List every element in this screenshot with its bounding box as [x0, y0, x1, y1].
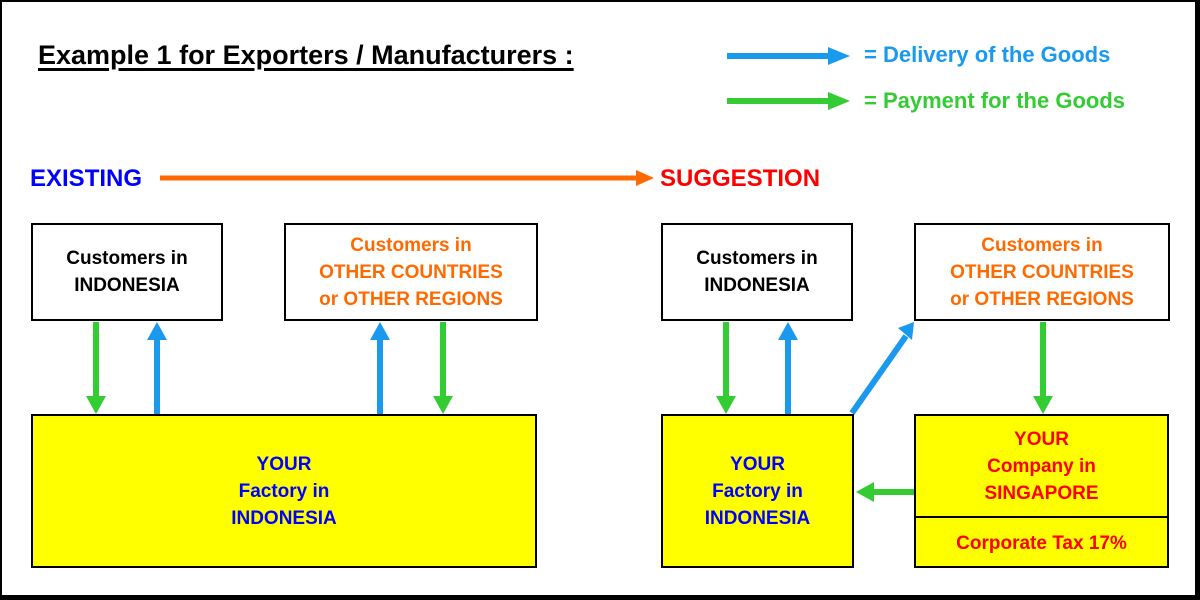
corporate-tax-cell: Corporate Tax 17%: [916, 518, 1167, 568]
legend-payment-label: = Payment for the Goods: [864, 88, 1125, 113]
legend-delivery-label: = Delivery of the Goods: [864, 42, 1111, 67]
box-text-line: OTHER COUNTRIES: [950, 261, 1134, 283]
box-text-line: YOUR: [1014, 428, 1069, 450]
suggestion-singapore-company-box: YOUR Company in SINGAPORE Corporate Tax …: [914, 414, 1169, 568]
suggestion-section-label: SUGGESTION: [660, 165, 821, 192]
box-text-line: Customers in: [696, 248, 818, 269]
existing-factory-box: YOUR Factory in INDONESIA: [31, 414, 537, 568]
box-text-line: or OTHER REGIONS: [950, 288, 1134, 310]
box-text-line: YOUR: [730, 453, 785, 475]
box-text-line: INDONESIA: [74, 275, 180, 296]
box-text-line: Customers in: [350, 234, 472, 256]
box-text-line: Company in: [987, 455, 1096, 477]
box-text-line: Factory in: [238, 480, 330, 502]
suggestion-customers-indonesia-box: Customers in INDONESIA: [661, 223, 853, 321]
box-text-line: YOUR: [256, 453, 312, 475]
existing-customers-other-box: Customers in OTHER COUNTRIES or OTHER RE…: [284, 223, 538, 321]
existing-customers-indonesia-box: Customers in INDONESIA: [31, 223, 223, 321]
box-text-line: OTHER COUNTRIES: [319, 261, 503, 283]
box-text-line: SINGAPORE: [984, 482, 1099, 504]
box-text-line: INDONESIA: [704, 507, 811, 529]
box-text-line: INDONESIA: [704, 275, 810, 296]
box-text-line: INDONESIA: [231, 507, 337, 529]
box-text-line: or OTHER REGIONS: [319, 288, 503, 310]
page-title: Example 1 for Exporters / Manufacturers …: [38, 40, 574, 70]
singapore-company-name-cell: YOUR Company in SINGAPORE: [916, 416, 1167, 518]
existing-section-label: EXISTING: [30, 165, 143, 192]
corporate-tax-label: Corporate Tax 17%: [956, 532, 1127, 554]
suggestion-factory-box: YOUR Factory in INDONESIA: [661, 414, 854, 568]
box-text-line: Customers in: [66, 248, 188, 269]
box-text-line: Factory in: [712, 480, 803, 502]
box-text-line: Customers in: [981, 234, 1103, 256]
suggestion-customers-other-box: Customers in OTHER COUNTRIES or OTHER RE…: [914, 223, 1170, 321]
